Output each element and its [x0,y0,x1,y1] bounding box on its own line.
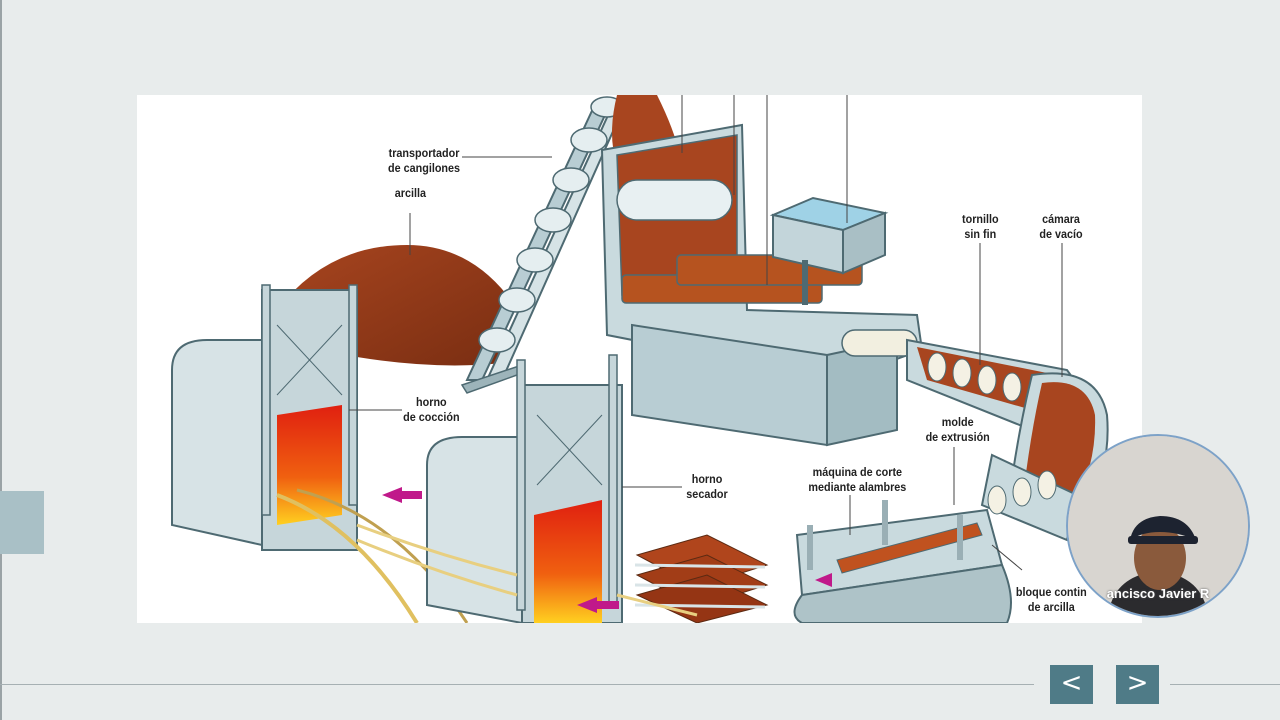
presenter-avatar-icon [1068,436,1248,616]
presenter-webcam: ancisco Javier R [1068,436,1248,616]
chevron-left-icon: < [1060,668,1083,698]
dryer-kiln [426,354,623,623]
label-arcilla: arcilla [394,186,426,200]
presenter-name: ancisco Javier R [1106,586,1210,601]
brick-pallet [634,534,769,623]
leader-lines [349,95,1063,571]
chevron-right-icon: > [1126,668,1149,698]
arrow-to-dryer [577,597,619,613]
bucket-conveyor [460,96,629,394]
next-slide-button[interactable]: > [1116,665,1159,704]
diagram-artwork [171,95,1109,623]
footer-divider-right [1170,684,1280,685]
rails [356,523,698,617]
footer-divider [0,684,1034,685]
water-tank [769,196,889,305]
mixer-machine [600,123,924,447]
cutting-machine [793,500,1012,623]
firing-kiln [171,284,469,623]
prev-slide-button[interactable]: < [1050,665,1093,704]
arrow-to-kiln [382,487,422,503]
window-left-border [0,0,2,720]
side-tab[interactable] [0,491,44,554]
